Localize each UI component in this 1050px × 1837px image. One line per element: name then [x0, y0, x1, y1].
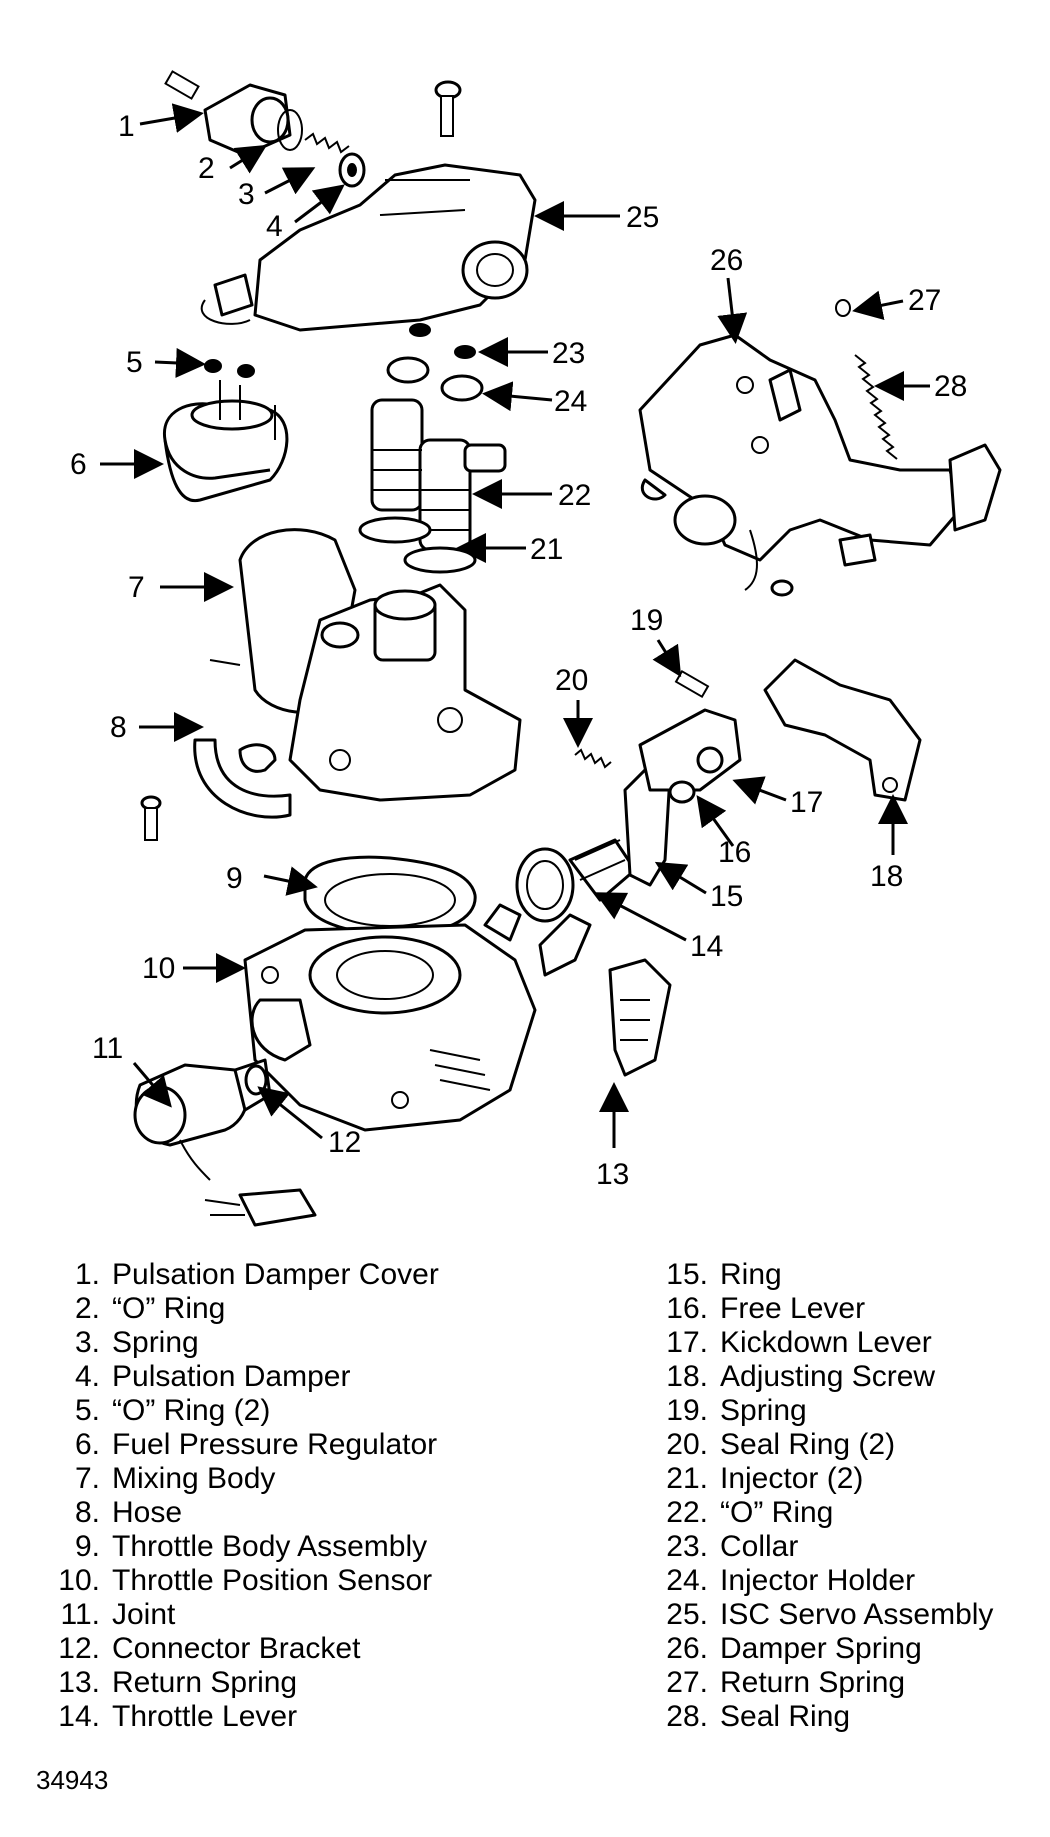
exploded-view-diagram: 1 2 3 4 5 6 7 8 9 10 11 12 13 14 15 16 1…: [70, 70, 1002, 1227]
legend-item: 21.Injector (2): [666, 1462, 864, 1495]
callout-17: 17: [790, 786, 823, 819]
callout-20: 20: [555, 664, 588, 697]
o-ring-5: [204, 359, 255, 378]
bracket-18: [763, 658, 922, 802]
callout-11: 11: [92, 1032, 123, 1065]
legend-item: 20.Seal Ring (2): [666, 1428, 896, 1461]
legend-item: 26.Damper Spring: [666, 1632, 922, 1665]
legend-item: 4.Pulsation Damper: [74, 1360, 351, 1393]
callout-5: 5: [126, 346, 143, 379]
spring-19: [674, 669, 710, 699]
callout-28: 28: [934, 370, 967, 403]
callout-16: 16: [718, 836, 751, 869]
legend-item: 13.Return Spring: [58, 1666, 298, 1699]
legend-item: 27.Return Spring: [666, 1666, 906, 1699]
legend-item: 12.Connector Bracket: [58, 1632, 361, 1665]
callout-13: 13: [596, 1158, 629, 1191]
return-spring-27: [835, 299, 851, 317]
callout-6: 6: [70, 448, 87, 481]
legend-item: 25.ISC Servo Assembly: [666, 1598, 994, 1631]
injectors: [358, 398, 507, 574]
callout-3: 3: [238, 178, 255, 211]
spring-3: [304, 132, 350, 154]
callout-19: 19: [630, 604, 663, 637]
parts-legend-right: 15.Ring 16.Free Lever 17.Kickdown Lever …: [648, 1258, 1048, 1734]
callout-2: 2: [198, 152, 215, 185]
callout-arrows: [100, 103, 930, 1148]
return-spring-13: [608, 958, 672, 1077]
legend-item: 11.Joint: [60, 1598, 176, 1631]
callout-10: 10: [142, 952, 175, 985]
legend-item: 19.Spring: [666, 1394, 807, 1427]
callout-4: 4: [266, 210, 283, 243]
callout-22: 22: [558, 479, 591, 512]
legend-item: 24.Injector Holder: [666, 1564, 916, 1597]
callout-23: 23: [552, 337, 585, 370]
callout-9: 9: [226, 862, 243, 895]
connector: [204, 1188, 317, 1227]
legend-item: 5.“O” Ring (2): [74, 1394, 271, 1427]
legend-item: 22.“O” Ring: [666, 1496, 834, 1529]
legend-item: 14.Throttle Lever: [58, 1700, 298, 1733]
legend-item: 16.Free Lever: [666, 1292, 866, 1325]
bolt-top-left: [164, 70, 200, 100]
bolt-left: [140, 795, 162, 841]
isc-servo-housing: [201, 163, 537, 332]
hose: [193, 738, 292, 819]
callout-25: 25: [626, 201, 659, 234]
callout-12: 12: [328, 1126, 361, 1159]
throttle-body: [243, 903, 592, 1132]
legend-item: 18.Adjusting Screw: [666, 1360, 936, 1393]
callout-7: 7: [128, 571, 145, 604]
collars: [386, 323, 484, 402]
legend-item: 2.“O” Ring: [74, 1292, 226, 1325]
legend-item: 10.Throttle Position Sensor: [58, 1564, 433, 1597]
throttle-lever: [515, 838, 637, 923]
callout-1: 1: [118, 110, 135, 143]
legend-item: 28.Seal Ring: [666, 1700, 851, 1733]
callout-14: 14: [690, 930, 723, 963]
legend-item: 8.Hose: [74, 1496, 183, 1529]
callout-24: 24: [554, 385, 587, 418]
seal-ring-28: [854, 354, 898, 460]
bolt-top-center: [434, 80, 462, 137]
pulsation-damper: [338, 152, 366, 188]
pulsation-damper-cover: [203, 83, 303, 157]
figure-id: 34943: [36, 1765, 109, 1795]
legend-item: 6.Fuel Pressure Regulator: [74, 1428, 438, 1461]
free-lever: [638, 708, 742, 804]
parts-legend-left: 1.Pulsation Damper Cover 2.“O” Ring 3.Sp…: [40, 1258, 560, 1734]
callout-15: 15: [710, 880, 743, 913]
legend-item: 3.Spring: [74, 1326, 199, 1359]
fuel-pressure-regulator: [163, 380, 289, 503]
legend-item: 15.Ring: [666, 1258, 782, 1291]
damper-bracket: [638, 333, 1002, 597]
seal-ring-20: [574, 748, 612, 769]
legend-item: 9.Throttle Body Assembly: [74, 1530, 428, 1563]
legend-item: 23.Collar: [666, 1530, 799, 1563]
gasket: [303, 855, 477, 937]
callout-labels: 1 2 3 4 5 6 7 8 9 10 11 12 13 14 15 16 1…: [70, 110, 967, 1191]
legend-item: 1.Pulsation Damper Cover: [74, 1258, 439, 1291]
legend-item: 7.Mixing Body: [74, 1462, 276, 1495]
mixing-body: [209, 528, 522, 802]
callout-21: 21: [530, 533, 563, 566]
callout-27: 27: [908, 284, 941, 317]
callout-8: 8: [110, 711, 127, 744]
callout-18: 18: [870, 860, 903, 893]
callout-26: 26: [710, 244, 743, 277]
legend-item: 17.Kickdown Lever: [666, 1326, 932, 1359]
